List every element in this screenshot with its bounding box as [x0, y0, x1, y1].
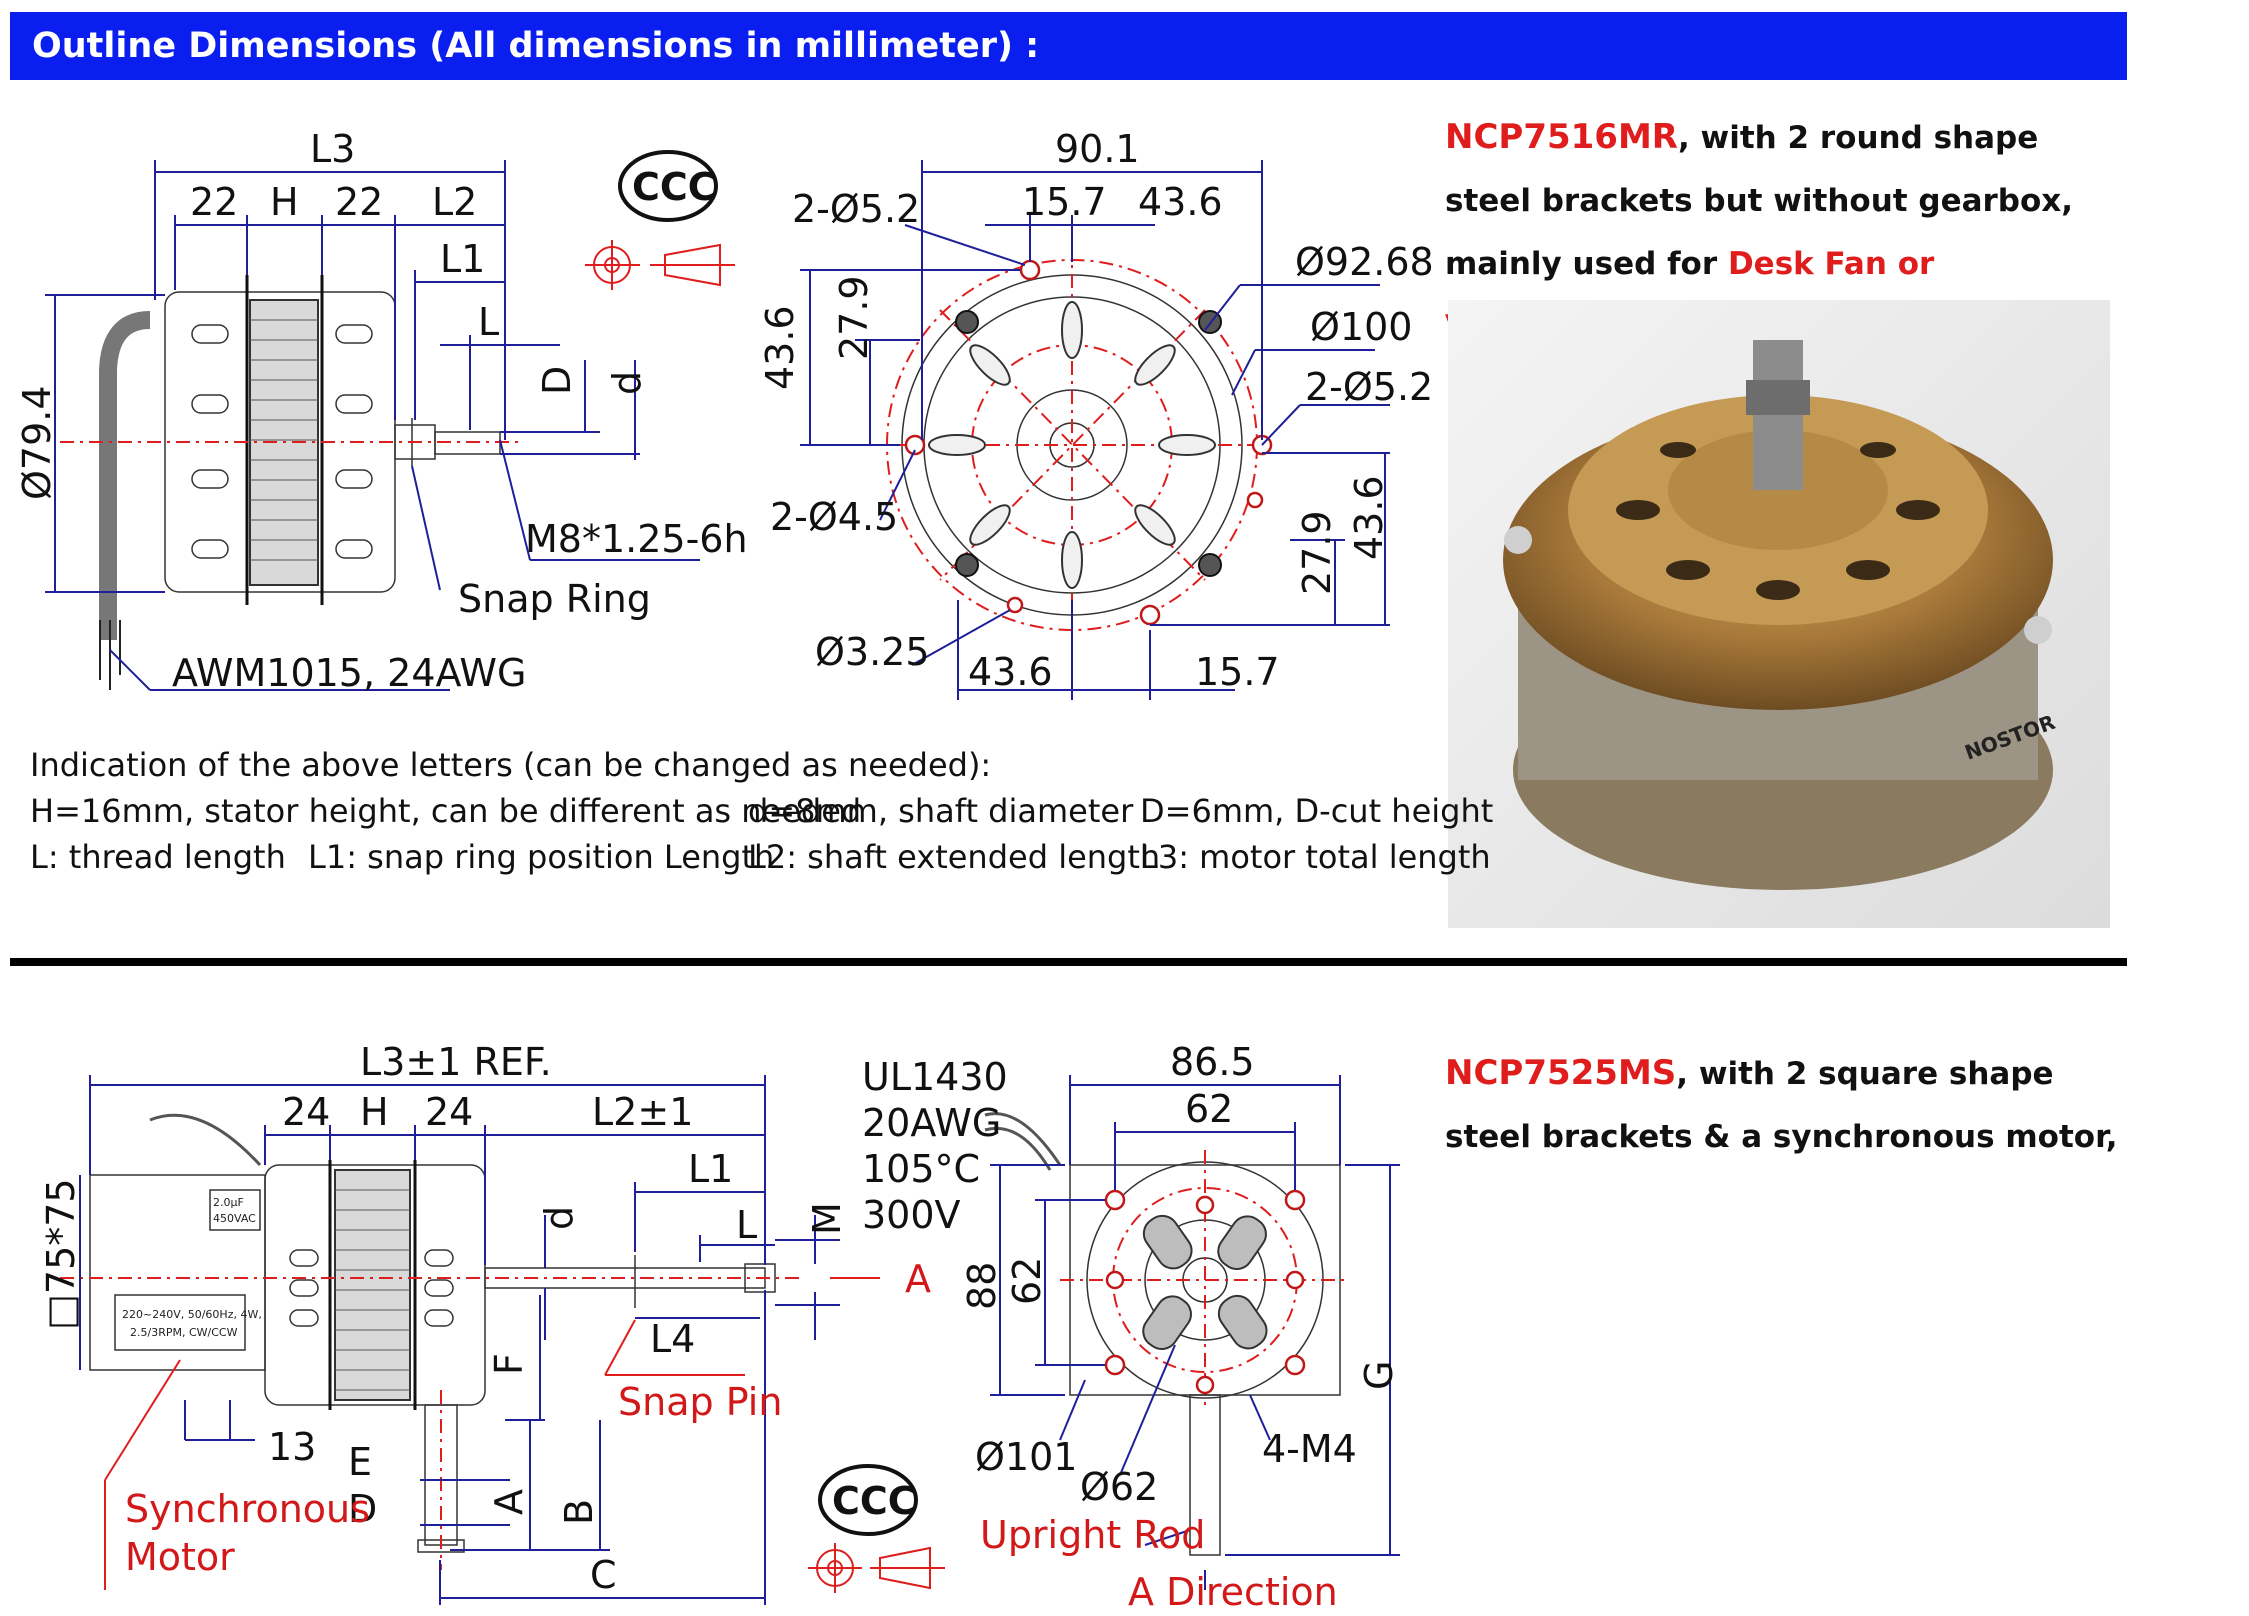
dim-43-6-top: 43.6 [1138, 180, 1223, 224]
sync-spec-1: 220~240V, 50/60Hz, 4W, [122, 1308, 262, 1321]
ccc-mark-icon-2: CCC [818, 1464, 918, 1536]
dim-l-b: L [736, 1203, 757, 1247]
upright-rod-label: Upright Rod [980, 1513, 1205, 1557]
dim-75x75: □75*75 [39, 1178, 83, 1330]
dim-62-side: 62 [1005, 1257, 1049, 1305]
dim-24b: 24 [425, 1090, 473, 1134]
dim-15-7-top: 15.7 [1022, 180, 1107, 224]
dim-f: F [487, 1353, 531, 1375]
sync-motor-label-2: Motor [125, 1535, 235, 1579]
dim-43-6-left: 43.6 [758, 305, 802, 390]
dim-2-5-2-top: 2-Ø5.2 [792, 187, 920, 231]
dim-3-25: Ø3.25 [815, 630, 930, 674]
third-angle-projection-icon [585, 240, 735, 290]
wire-300v: 300V [862, 1193, 961, 1237]
dim-m: M [805, 1202, 849, 1235]
dim-d: d [605, 371, 649, 395]
wire-105c: 105°C [862, 1147, 980, 1191]
dim-2-4-5: 2-Ø4.5 [770, 495, 898, 539]
dim-dcut: D [535, 366, 579, 395]
ccc-mark-icon: CCC [618, 150, 718, 222]
dim-h: H [270, 180, 299, 224]
svg-text:CCC: CCC [632, 165, 716, 209]
motor-photo: NOSTOR [1448, 300, 2110, 928]
dim-27-9-right: 27.9 [1295, 510, 1339, 595]
product2-text: , with 2 square shape steel brackets & a… [1445, 1056, 2118, 1155]
dim-27-9-left: 27.9 [832, 275, 876, 360]
product2-description: NCP7525MS, with 2 square shape steel bra… [1445, 1042, 2125, 1169]
sync-spec-2: 2.5/3RPM, CW/CCW [130, 1326, 238, 1339]
wire-20awg: 20AWG [862, 1101, 1001, 1145]
capacitor-value: 2.0μF [213, 1196, 244, 1209]
header-bar: Outline Dimensions (All dimensions in mi… [10, 12, 2127, 80]
drawing2-front-view: UL1430 20AWG 105°C 300V 86.5 62 88 62 G … [862, 1040, 1401, 1614]
indication-dcut: D=6mm, D-cut height [1140, 792, 1494, 830]
section-divider [10, 958, 2127, 966]
dim-diameter: Ø79.4 [15, 385, 59, 500]
dim-l3: L3 [310, 127, 355, 171]
dim-101: Ø101 [975, 1435, 1077, 1479]
dim-62-top: 62 [1185, 1087, 1233, 1131]
dim-43-6-right: 43.6 [1347, 475, 1391, 560]
dir-a: A [905, 1257, 931, 1301]
product1-text: , with 2 round shape steel brackets but … [1445, 120, 2074, 282]
svg-text:CCC: CCC [832, 1479, 916, 1523]
dim-13: 13 [268, 1425, 316, 1469]
dim-l1: L1 [440, 237, 485, 281]
dim-l2: L2 [432, 180, 477, 224]
dim-l: L [478, 300, 499, 344]
dim-e: E [348, 1440, 372, 1484]
dim-d-rod: D [348, 1487, 377, 1531]
dim-c: C [590, 1553, 617, 1597]
dim-4-m4: 4-M4 [1262, 1427, 1357, 1471]
indication-d: d=8mm, shaft diameter [748, 792, 1134, 830]
drawing1-front-view: 90.1 2-Ø5.2 15.7 43.6 Ø92.68 Ø100 2-Ø5.2… [758, 127, 1434, 700]
dim-90-1: 90.1 [1055, 127, 1140, 171]
motor-photo-art: NOSTOR [1503, 340, 2058, 890]
dim-88: 88 [960, 1262, 1004, 1310]
capacitor-voltage: 450VAC [213, 1212, 256, 1225]
dim-43-6-bottom: 43.6 [968, 650, 1053, 694]
dim-h2: H [360, 1090, 389, 1134]
product1-model: NCP7516MR [1445, 117, 1678, 157]
dim-100: Ø100 [1310, 305, 1412, 349]
dim-15-7-bottom: 15.7 [1195, 650, 1280, 694]
dim-22b: 22 [335, 180, 383, 224]
dim-86-5: 86.5 [1170, 1040, 1255, 1084]
dim-thread: M8*1.25-6h [525, 517, 748, 561]
indication-l1: L1: snap ring position Length [308, 838, 775, 876]
dim-l2-tol: L2±1 [592, 1090, 693, 1134]
dim-g: G [1357, 1361, 1401, 1390]
dim-a: A [487, 1489, 531, 1515]
wire-spec-label: AWM1015, 24AWG [172, 651, 526, 695]
indication-title: Indication of the above letters (can be … [30, 746, 992, 784]
snap-ring-label: Snap Ring [458, 577, 651, 621]
drawing1-side-view: L3 22 H 22 L2 L1 L D d Ø79.4 M8*1.25-6h … [15, 127, 748, 695]
indication-l3: L3: motor total length [1140, 838, 1491, 876]
wire-ul1430: UL1430 [862, 1055, 1008, 1099]
dim-22a: 22 [190, 180, 238, 224]
dim-l4: L4 [650, 1317, 695, 1361]
dim-62-dia: Ø62 [1080, 1465, 1158, 1509]
dim-24a: 24 [282, 1090, 330, 1134]
page-title: Outline Dimensions (All dimensions in mi… [32, 26, 1040, 66]
third-angle-projection-icon-2 [808, 1543, 945, 1593]
dim-l1b: L1 [688, 1147, 733, 1191]
dim-d2: d [537, 1206, 581, 1230]
sync-motor-label-1: Synchronous [125, 1487, 370, 1531]
indication-h: H=16mm, stator height, can be different … [30, 792, 862, 830]
indication-l2: L2: shaft extended length [748, 838, 1161, 876]
drawing2-side-view: 220~240V, 50/60Hz, 4W, 2.5/3RPM, CW/CCW … [39, 1040, 931, 1605]
a-direction-label: A Direction [1128, 1570, 1338, 1614]
product2-model: NCP7525MS [1445, 1053, 1677, 1093]
snap-pin-label: Snap Pin [618, 1380, 782, 1424]
dim-b: B [557, 1499, 601, 1525]
dim-92-68: Ø92.68 [1295, 240, 1434, 284]
dim-2-5-2-right: 2-Ø5.2 [1305, 365, 1433, 409]
indication-l: L: thread length [30, 838, 286, 876]
dim-l3-ref: L3±1 REF. [360, 1040, 552, 1084]
